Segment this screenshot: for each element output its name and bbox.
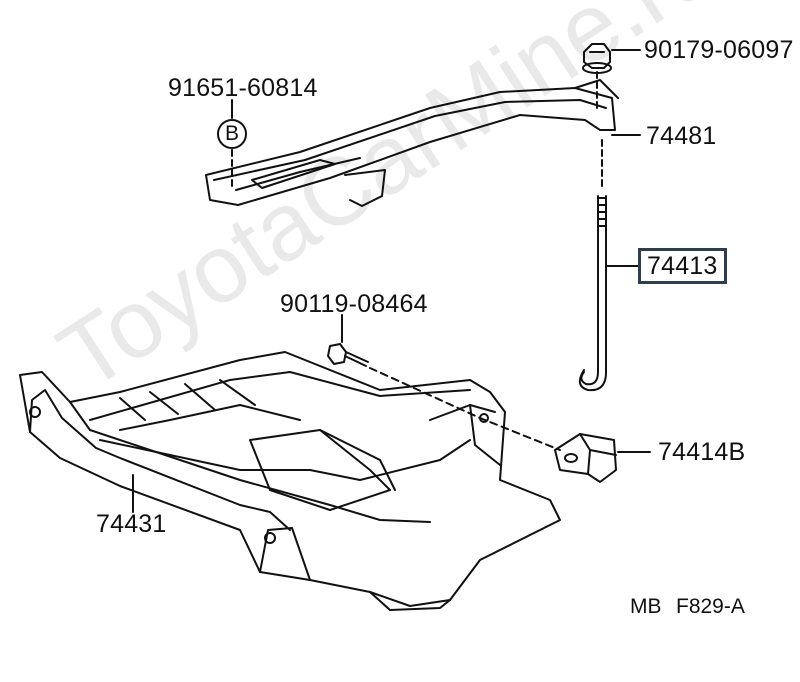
label-clamp-bolt: 91651-60814 [168, 74, 318, 102]
tray-bracket[interactable] [555, 434, 616, 482]
hold-down-rod[interactable] [580, 196, 606, 390]
flange-nut[interactable] [583, 44, 611, 73]
label-screw: 90119-08464 [280, 290, 428, 318]
footer-mb: MB [630, 595, 662, 618]
label-rod-highlighted[interactable]: 74413 [638, 248, 727, 284]
footer-code: F829-A [676, 595, 745, 618]
battery-tray[interactable] [20, 352, 560, 610]
battery-clamp[interactable] [206, 80, 618, 206]
label-tray: 74431 [96, 510, 167, 538]
label-nut: 90179-06097 [644, 36, 794, 64]
callout-b-text: B [225, 122, 240, 145]
label-clamp: 74481 [646, 122, 717, 150]
label-bracket: 74414B [658, 438, 746, 466]
callout-b-circle [218, 120, 246, 148]
hex-screw[interactable] [328, 344, 368, 366]
